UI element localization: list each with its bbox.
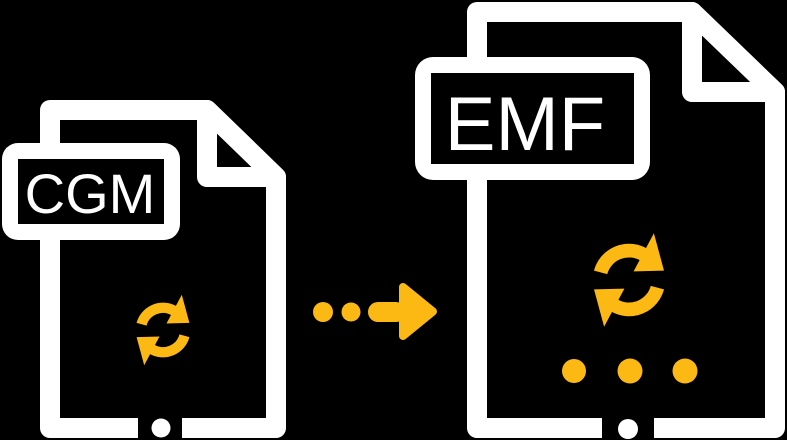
arrow-trail-dot [313, 302, 333, 322]
arrow-head [399, 283, 437, 340]
target-folded-corner [682, 2, 785, 102]
target-bottom-dot [618, 419, 638, 439]
arrow-shaft [368, 302, 406, 322]
source-format-label: CGM [25, 162, 156, 225]
sync-icon [136, 294, 190, 366]
badge-face [18, 159, 164, 224]
source-format-badge: CGM [2, 143, 180, 240]
source-bottom-dot [151, 418, 171, 438]
target-format-label: EMF [445, 82, 605, 167]
ellipsis-dots [562, 358, 698, 384]
conversion-arrow-icon [313, 283, 437, 340]
target-format-badge: EMF [415, 57, 650, 180]
source-document: CGM [2, 100, 286, 440]
badge-face [431, 73, 634, 164]
arrow-trail-dot [341, 302, 361, 322]
sync-icon [593, 233, 665, 327]
source-folded-corner [197, 100, 286, 187]
target-document: EMF [415, 2, 785, 440]
